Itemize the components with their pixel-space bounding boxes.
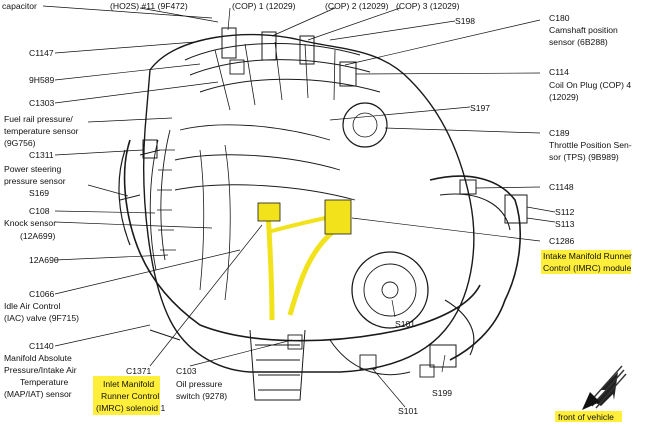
front-arrow-icon	[582, 365, 627, 410]
label-ho2s: (HO2S) #11 (9F472)	[110, 1, 188, 11]
label-c1286: C1286	[549, 236, 575, 246]
leader-lines	[42, 5, 556, 408]
label-oil-pressure-2: switch (9278)	[176, 391, 227, 401]
label-tps-1: Throttle Position Sen-	[549, 140, 632, 150]
label-c1303: C1303	[29, 98, 55, 108]
label-camshaft-sensor: sensor (6B288)	[549, 37, 608, 47]
engine-illustration	[118, 27, 528, 401]
label-imrc-module-1: Intake Manifold Runner	[543, 251, 632, 261]
label-c108: C108	[29, 206, 50, 216]
label-front-of-vehicle: front of vehicle	[558, 412, 614, 422]
label-c180: C180	[549, 13, 570, 23]
label-map-2: Pressure/Intake Air	[4, 365, 77, 375]
label-cop4: Coil On Plug (COP) 4	[549, 80, 631, 90]
label-9h589: 9H589	[29, 75, 55, 85]
label-c1148: C1148	[549, 182, 574, 192]
label-knock-sensor-number: (12A699)	[20, 231, 55, 241]
label-c1311: C1311	[29, 150, 54, 160]
label-s169: S169	[29, 188, 49, 198]
front-of-vehicle-highlight	[555, 411, 622, 422]
label-s101-bottom: S101	[398, 406, 418, 416]
label-s197: S197	[470, 103, 490, 113]
label-power-steering-2: pressure sensor	[4, 176, 66, 186]
callout-labels: capacitor (HO2S) #11 (9F472) (COP) 1 (12…	[2, 1, 632, 422]
label-oil-pressure-1: Oil pressure	[176, 379, 223, 389]
label-inlet-manifold-1: Inlet Manifold	[103, 379, 154, 389]
label-c1140: C1140	[29, 341, 54, 351]
label-s112: S112	[555, 207, 575, 217]
imrc-solenoid-connector	[257, 202, 281, 222]
label-camshaft-position: Camshaft position	[549, 25, 618, 35]
label-c1066: C1066	[29, 289, 55, 299]
label-c1371: C1371	[126, 366, 152, 376]
label-tps-2: sor (TPS) (9B989)	[549, 152, 619, 162]
label-map-4: (MAP/IAT) sensor	[4, 389, 72, 399]
label-s198: S198	[455, 16, 475, 26]
label-s199: S199	[432, 388, 452, 398]
label-s101: S101	[395, 319, 415, 329]
label-map-3: Temperature	[20, 377, 68, 387]
label-12a690: 12A690	[29, 255, 59, 265]
label-power-steering-1: Power steering	[4, 164, 62, 174]
label-fuel-rail-3: (9G756)	[4, 138, 36, 148]
imrc-solenoid-highlight	[93, 376, 160, 415]
imrc-module-highlight	[541, 250, 631, 274]
label-c1147: C1147	[29, 48, 54, 58]
label-fuel-rail-1: Fuel rail pressure/	[4, 114, 73, 124]
label-iac-2: (IAC) valve (9F715)	[4, 313, 79, 323]
label-s113: S113	[555, 219, 575, 229]
imrc-harness-highlight	[257, 199, 352, 321]
label-fuel-rail-2: temperature sensor	[4, 126, 79, 136]
label-c189: C189	[549, 128, 570, 138]
label-cop3: (COP) 3 (12029)	[396, 1, 460, 11]
imrc-module-body	[324, 199, 352, 235]
label-c103: C103	[176, 366, 197, 376]
label-map-1: Manifold Absolute	[4, 353, 72, 363]
label-cop4-number: (12029)	[549, 92, 579, 102]
label-inlet-manifold-2: Runner Control	[101, 391, 159, 401]
label-imrc-module-2: Control (IMRC) module	[543, 263, 632, 273]
label-iac-1: Idle Air Control	[4, 301, 60, 311]
label-inlet-manifold-3: (IMRC) solenoid 1	[96, 403, 165, 413]
label-c114: C114	[549, 67, 569, 77]
label-knock-sensor: Knock sensor	[4, 218, 56, 228]
label-cop1: (COP) 1 (12029)	[232, 1, 296, 11]
label-capacitor: capacitor	[2, 1, 37, 11]
label-cop2: (COP) 2 (12029)	[325, 1, 389, 11]
